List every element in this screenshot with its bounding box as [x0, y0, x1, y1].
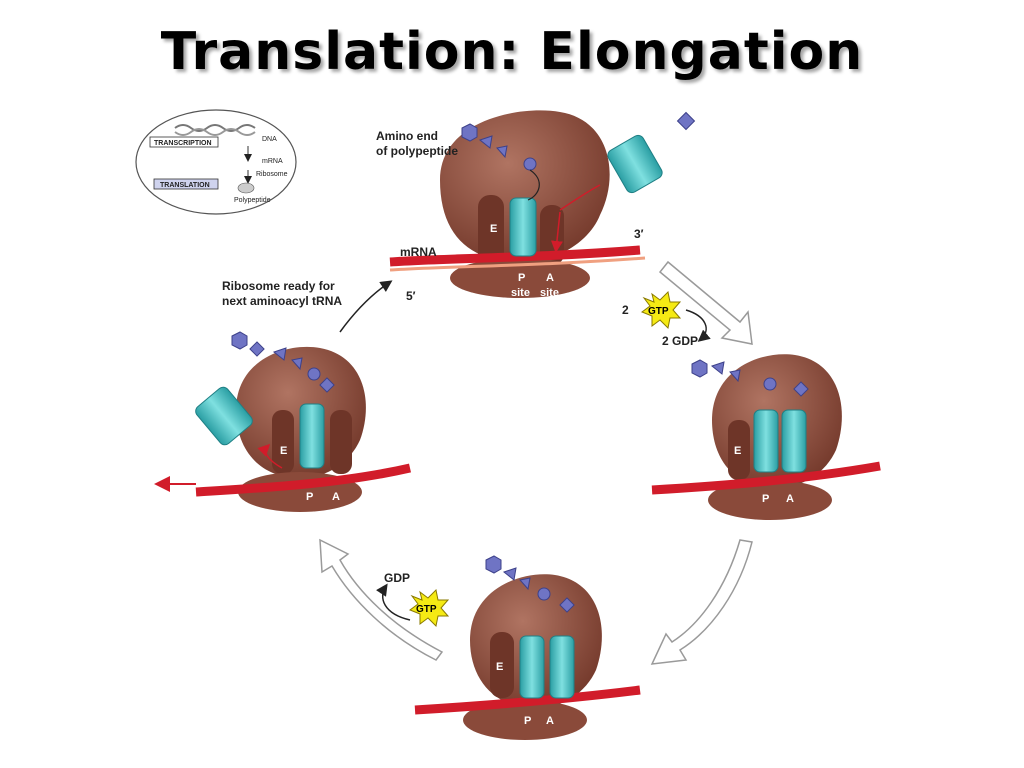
gdp-label: GDP: [384, 571, 410, 585]
inset-dna-label: DNA: [262, 136, 277, 143]
cycle-arrow-top-right: [658, 260, 753, 345]
ribosome-right: E P A: [651, 354, 881, 520]
p-site-letter-bottom: P: [524, 715, 531, 727]
inset-polypeptide-label: Polypeptide: [234, 197, 271, 204]
a-site-letter-bottom: A: [546, 715, 554, 727]
a-site-letter-right: A: [786, 493, 794, 505]
mrna-label: mRNA: [400, 245, 437, 259]
a-site-word: site: [540, 287, 559, 299]
trna-p-site-top: [509, 197, 537, 257]
e-site-letter-left: E: [280, 445, 287, 457]
cycle-arrow-top-left: [339, 280, 393, 333]
p-site-letter-top: P: [518, 272, 525, 284]
p-site-letter-left: P: [306, 491, 313, 503]
a-site-letter-left: A: [332, 491, 340, 503]
five-prime-label: 5′: [406, 289, 416, 303]
gtp-burst-bottom: GTP: [408, 588, 450, 628]
inset-translation-label: TRANSLATION: [160, 182, 210, 189]
ribosome-left: E P A: [195, 331, 412, 512]
gtp-text-right: GTP: [648, 306, 669, 317]
two-gdp-label: 2 GDP: [662, 334, 698, 348]
slide-title: Translation: Elongation: [160, 22, 864, 82]
inset-mrna-label: mRNA: [262, 158, 283, 165]
incoming-trna: [607, 111, 696, 194]
cycle-arrows: [319, 260, 753, 665]
e-site-letter-right: E: [734, 445, 741, 457]
ready-label-2: next aminoacyl tRNA: [222, 294, 342, 308]
inset-transcription-label: TRANSCRIPTION: [154, 140, 212, 147]
ribosome-bottom: E P A: [414, 555, 641, 740]
overview-inset: DNA TRANSCRIPTION mRNA Ribosome TRANSLAT…: [135, 109, 297, 215]
p-site-word: site: [511, 287, 530, 299]
gtp-burst-right: GTP: [640, 290, 682, 330]
cycle-arrow-bottom-left: [319, 538, 444, 661]
cycle-arrow-bottom-right: [650, 539, 753, 665]
three-prime-label: 3′: [634, 227, 644, 241]
ready-label-1: Ribosome ready for: [222, 279, 335, 293]
e-site-letter-top: E: [490, 223, 497, 235]
ribosome-top: E P A site site: [389, 110, 646, 299]
gtp-text-bottom: GTP: [416, 604, 437, 615]
amino-end-label-1: Amino end: [376, 129, 438, 143]
two-gtp-count: 2: [622, 303, 629, 317]
amino-end-label-2: of polypeptide: [376, 144, 458, 158]
p-site-letter-right: P: [762, 493, 769, 505]
inset-ribosome-label: Ribosome: [256, 171, 288, 178]
a-site-letter-top: A: [546, 272, 554, 284]
e-site-letter-bottom: E: [496, 661, 503, 673]
